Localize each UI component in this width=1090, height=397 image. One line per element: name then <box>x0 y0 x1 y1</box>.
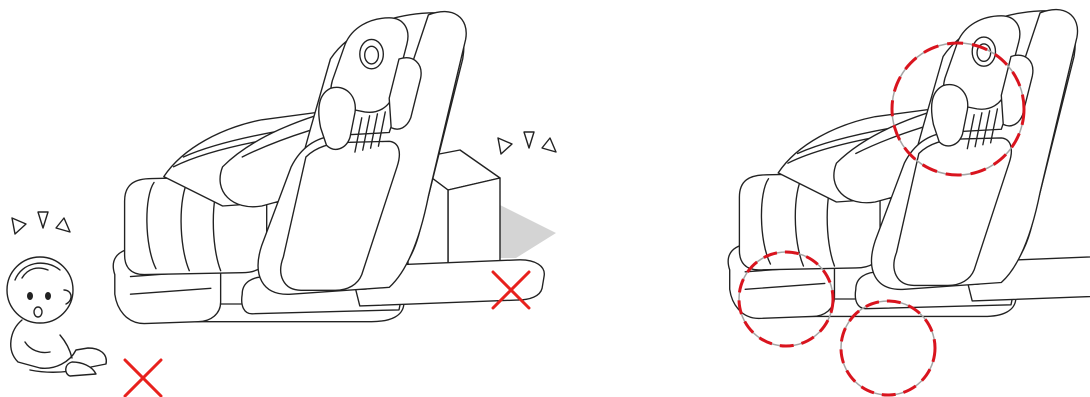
warning-marks-icon <box>12 212 70 234</box>
baby-icon <box>7 257 106 376</box>
prohibited-x-icon <box>125 360 161 396</box>
massage-chair-illustration <box>728 10 1090 319</box>
left-panel <box>7 12 556 396</box>
warning-marks-icon <box>498 132 556 154</box>
right-panel <box>728 10 1090 395</box>
